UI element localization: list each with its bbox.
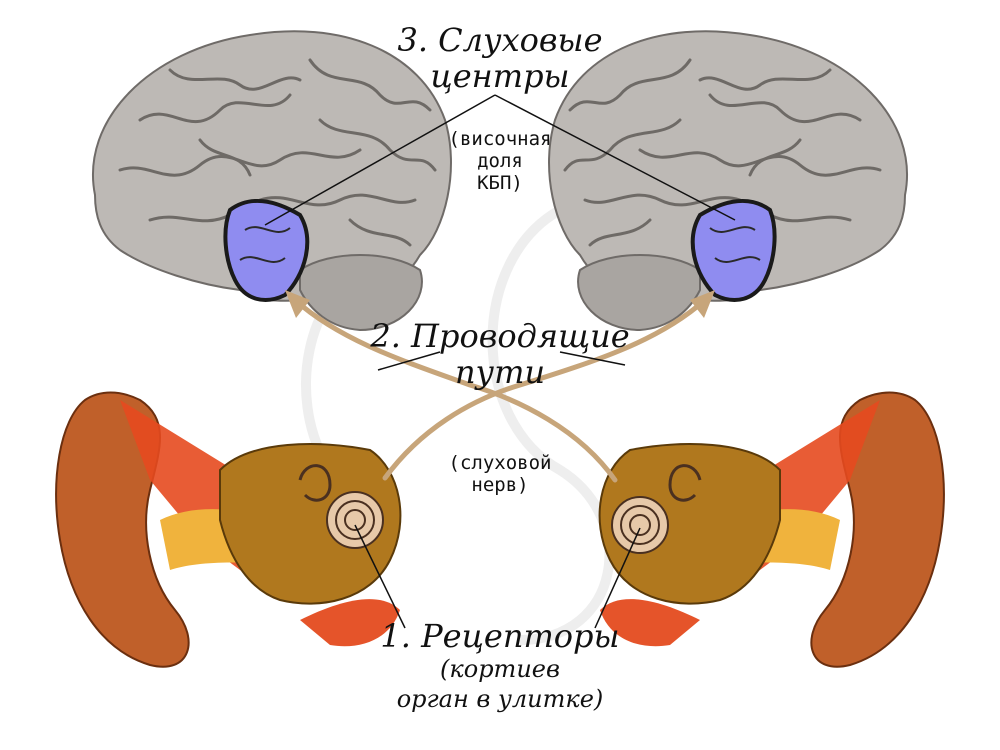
right-ear bbox=[598, 391, 945, 668]
label-receptors: 1. Рецепторы (кортиев орган в улитке) bbox=[380, 617, 620, 713]
label-auditory-centers: 3. Слуховые центры bbox=[397, 21, 603, 95]
arrowhead-right-brain bbox=[690, 290, 715, 318]
leader-lines bbox=[264, 94, 736, 629]
left-cochlea bbox=[326, 491, 384, 549]
pathway-left-ear-to-right-brain bbox=[382, 297, 708, 481]
label-pathways: 2. Проводящие пути bbox=[370, 317, 630, 391]
left-ear bbox=[55, 391, 402, 668]
right-cochlea bbox=[611, 496, 669, 554]
left-brain bbox=[92, 30, 452, 332]
left-temporal-lobe-highlight bbox=[223, 198, 310, 302]
pathway-right-ear-to-left-brain bbox=[292, 297, 618, 483]
label-temporal-lobe: (височная доля КБП) bbox=[448, 128, 552, 194]
right-brain bbox=[548, 30, 908, 332]
right-temporal-lobe-highlight bbox=[690, 198, 777, 302]
auditory-pathways bbox=[292, 297, 708, 483]
label-auditory-nerve: (слуховой нерв) bbox=[448, 452, 552, 496]
arrowhead-left-brain bbox=[285, 290, 310, 318]
